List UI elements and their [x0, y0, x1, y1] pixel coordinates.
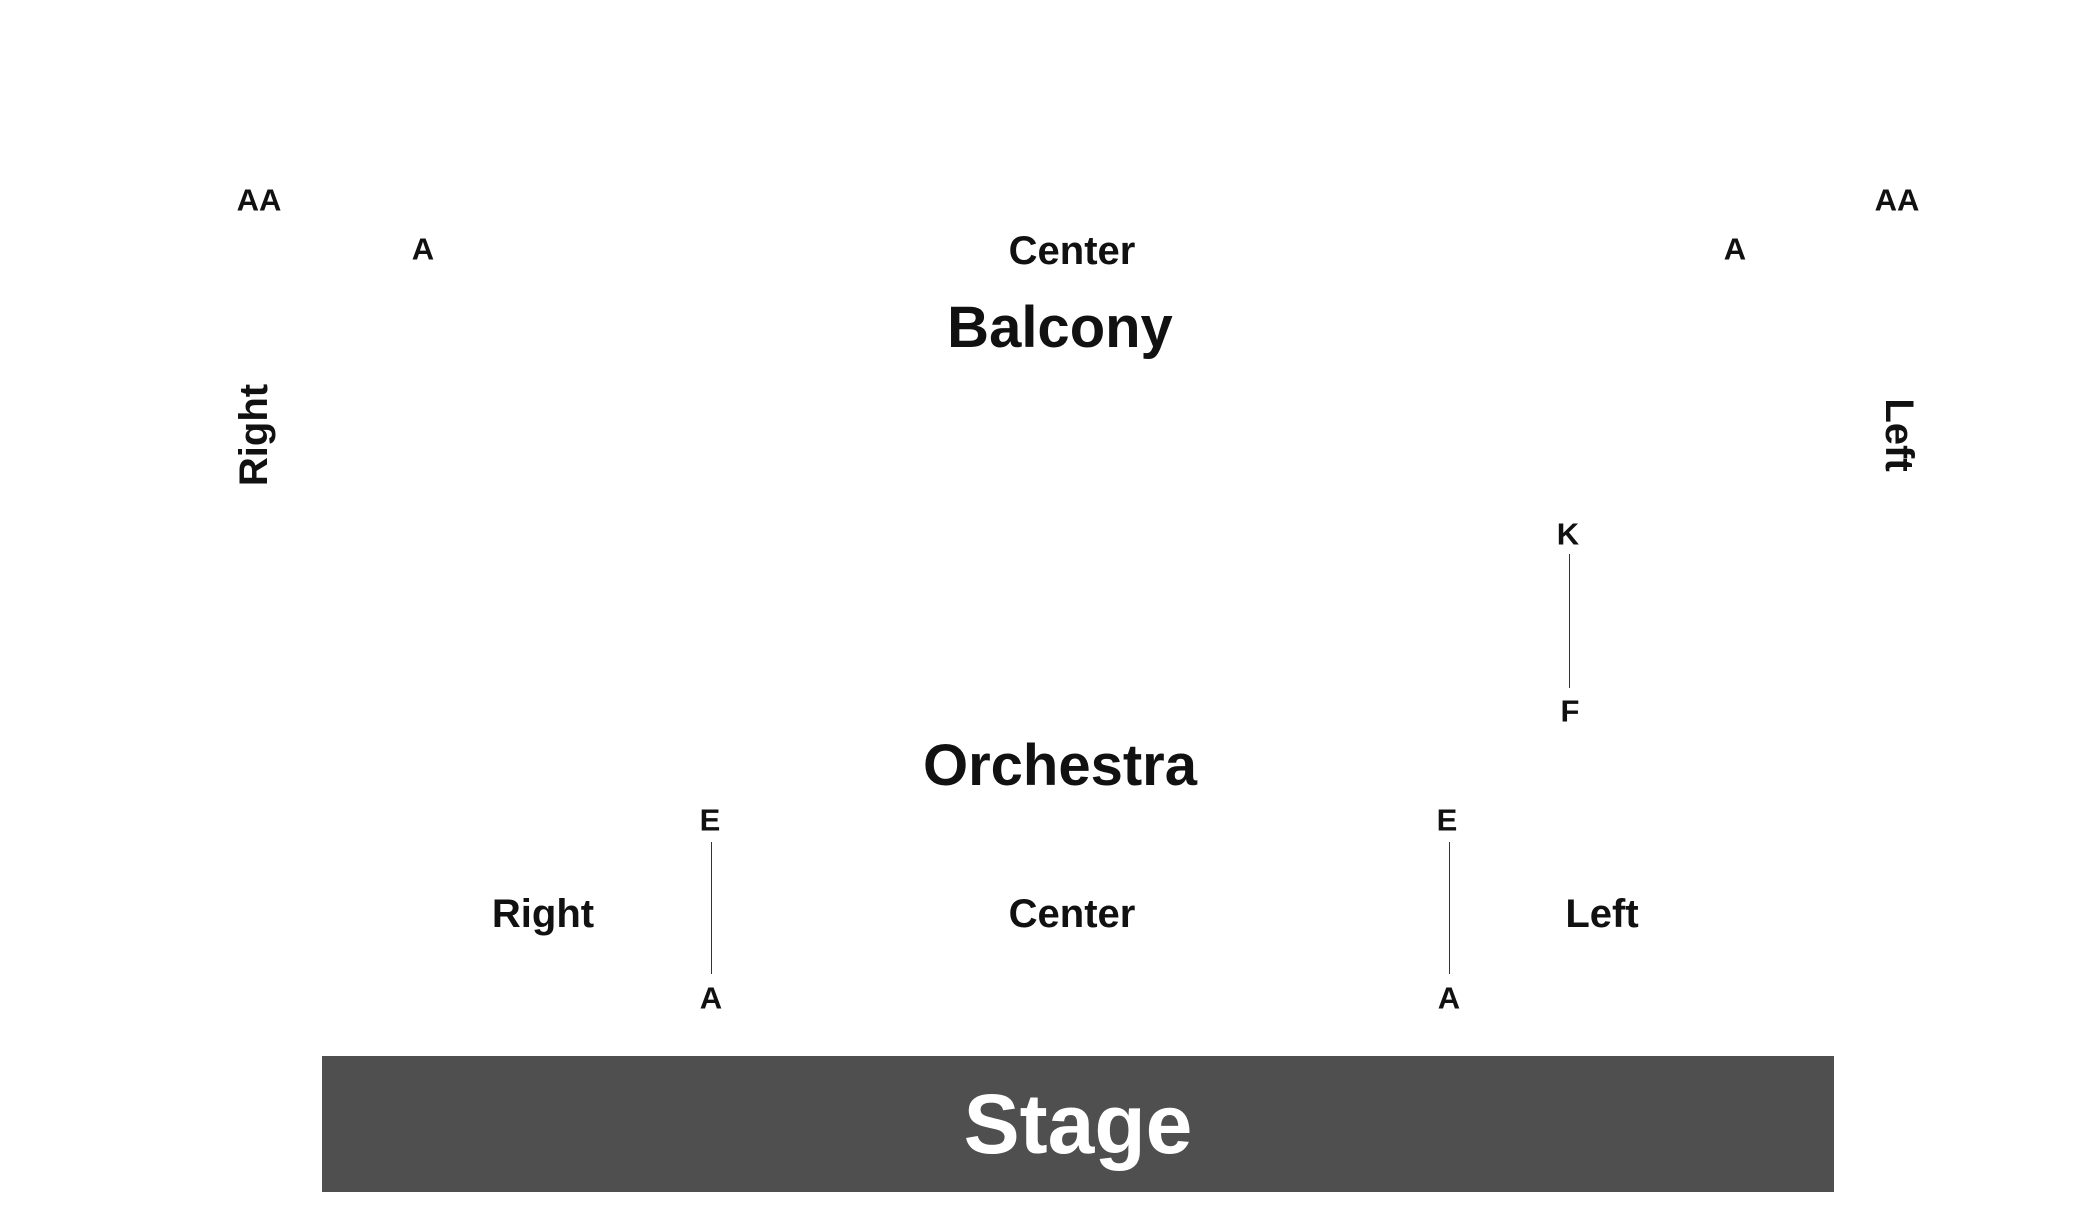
balcony-left-row-a: A [1723, 231, 1747, 267]
orchestra-left-aisle-row-a: A [1437, 980, 1461, 1016]
balcony-left-aisle-row-f: F [1560, 693, 1580, 729]
balcony-right-label: Right [232, 383, 276, 487]
balcony-right-row-aa: AA [236, 182, 282, 218]
orchestra-right-aisle-row-e: E [699, 802, 721, 838]
balcony-center-label: Center [1008, 229, 1136, 273]
balcony-title: Balcony [947, 295, 1173, 360]
balcony-left-label: Left [1877, 398, 1921, 472]
orchestra-right-aisle-line [711, 842, 712, 974]
balcony-left-row-aa: AA [1874, 182, 1920, 218]
balcony-right-row-a: A [411, 231, 435, 267]
orchestra-left-aisle-row-e: E [1436, 802, 1458, 838]
orchestra-left-label: Left [1565, 892, 1639, 936]
orchestra-right-label: Right [491, 892, 595, 936]
orchestra-left-aisle-line [1449, 842, 1450, 974]
stage: Stage [322, 1056, 1834, 1192]
balcony-left-aisle-row-k: K [1556, 516, 1580, 552]
orchestra-title: Orchestra [922, 733, 1198, 798]
balcony-left-aisle-line [1569, 554, 1570, 688]
stage-label: Stage [963, 1077, 1193, 1171]
orchestra-right-aisle-row-a: A [699, 980, 723, 1016]
orchestra-center-label: Center [1008, 892, 1136, 936]
